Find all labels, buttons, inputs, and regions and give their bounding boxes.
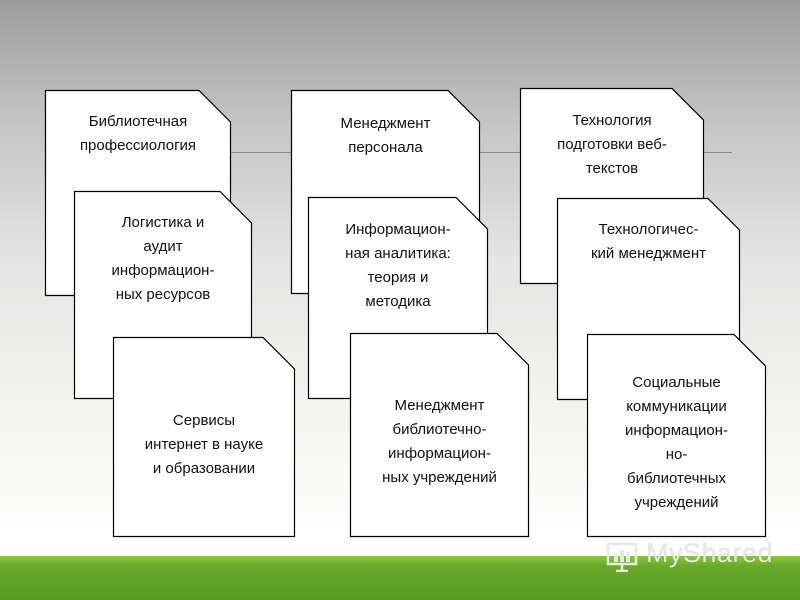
card-line: Библиотечная xyxy=(88,113,188,130)
card-line: Менеджмент xyxy=(394,397,485,414)
card-text: Информацион- ная аналитика: теория и мет… xyxy=(308,218,488,314)
card-line: но- xyxy=(665,446,688,463)
card-line: учреждений xyxy=(634,494,719,511)
card-library-institution-management: Менеджмент библиотечно- информацион- ных… xyxy=(349,332,530,538)
card-text: Менеджмент персонала xyxy=(291,112,480,160)
card-text: Сервисы интернет в науке и образовании xyxy=(113,409,295,481)
myshared-brand-text: MyShared xyxy=(646,538,774,568)
card-social-communications: Социальные коммуникации информацион- но-… xyxy=(586,333,767,538)
card-line: Технология xyxy=(572,112,652,129)
card-shape xyxy=(586,333,767,538)
card-text: Социальные коммуникации информацион- но-… xyxy=(587,371,766,515)
card-text: Менеджмент библиотечно- информацион- ных… xyxy=(350,394,529,490)
card-line: информацион- xyxy=(625,422,728,439)
card-line: ных учреждений xyxy=(382,469,497,486)
card-line: библиотечных xyxy=(627,470,726,487)
card-line: и образовании xyxy=(152,460,256,477)
card-line: ных ресурсов xyxy=(115,286,211,303)
card-shape xyxy=(112,336,296,538)
card-line: Информацион- xyxy=(345,221,451,238)
card-line: интернет в науке xyxy=(144,436,264,453)
card-text: Технологичес- кий менеджмент xyxy=(557,218,740,266)
card-line: теория и xyxy=(367,269,429,286)
card-shape xyxy=(349,332,530,538)
card-line: подготовки веб- xyxy=(557,136,667,153)
card-line: методика xyxy=(365,293,431,310)
card-line: Сервисы xyxy=(172,412,236,429)
myshared-logo-icon xyxy=(606,542,638,572)
card-line: персонала xyxy=(348,139,423,156)
card-line: информацион- xyxy=(111,262,215,279)
card-line: аудит xyxy=(143,238,183,255)
card-line: профессиология xyxy=(79,137,197,154)
card-text: Логистика и аудит информацион- ных ресур… xyxy=(74,211,252,307)
card-line: Менеджмент xyxy=(340,115,431,132)
card-line: библиотечно- xyxy=(392,421,487,438)
card-line: кий менеджмент xyxy=(590,245,707,262)
card-line: Технологичес- xyxy=(598,221,699,238)
card-line: ная аналитика: xyxy=(345,245,451,262)
card-line: коммуникации xyxy=(626,398,727,415)
card-line: текстов xyxy=(585,160,639,177)
card-line: Социальные xyxy=(632,374,721,391)
card-line: Логистика и xyxy=(121,214,205,231)
bottom-green-bar xyxy=(0,556,800,600)
card-text: Технология подготовки веб- текстов xyxy=(520,109,704,181)
card-internet-services: Сервисы интернет в науке и образовании xyxy=(112,336,296,538)
card-line: информацион- xyxy=(388,445,491,462)
card-text: Библиотечная профессиология xyxy=(45,110,231,158)
